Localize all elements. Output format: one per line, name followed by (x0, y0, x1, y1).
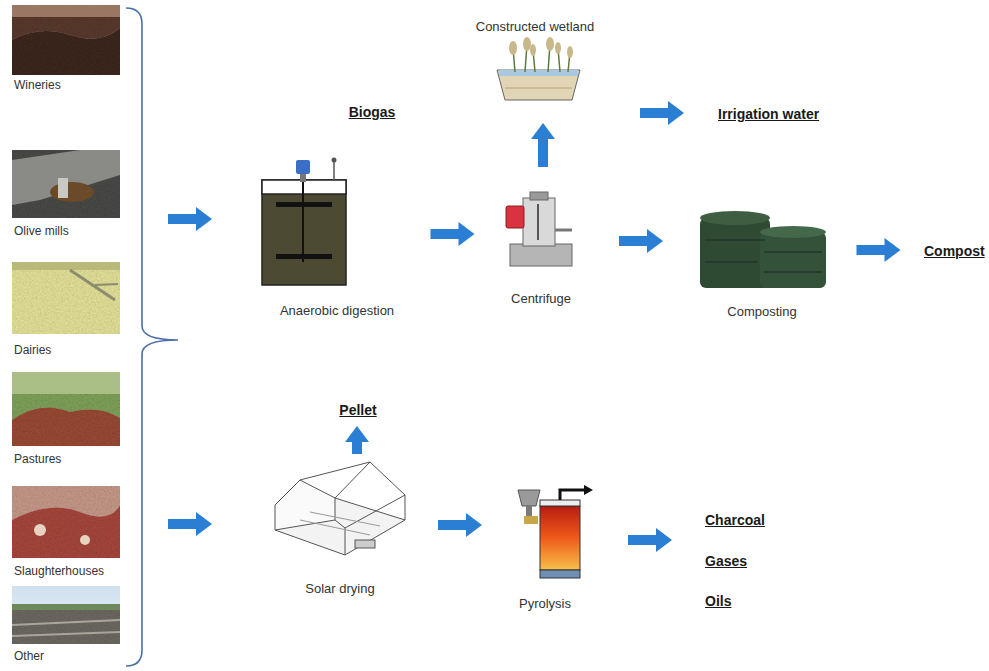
caption: Anaerobic digestion (280, 304, 394, 319)
product-node: CharcoalGasesOils (695, 508, 780, 616)
winery-photo (12, 5, 120, 75)
flow-arrow (438, 513, 482, 537)
product-node: Irrigation water (712, 102, 834, 128)
caption: Pastures (14, 453, 61, 467)
caption: Olive mills (14, 225, 69, 239)
source-node: Wineries (8, 2, 124, 96)
flow-arrow (628, 528, 672, 552)
caption: Other (14, 650, 44, 664)
solar-dryer (275, 462, 405, 555)
caption: Dairies (14, 344, 51, 358)
process-node: Solar drying (265, 458, 415, 602)
slaughterhouse-photo (12, 486, 120, 558)
flow-arrow (531, 123, 555, 167)
product-label: Irrigation water (718, 106, 819, 122)
caption: Pyrolysis (519, 597, 571, 612)
product-label: Charcoal (705, 512, 765, 528)
source-node: Other (8, 582, 124, 666)
caption: Wineries (14, 79, 61, 93)
process-node: Centrifuge (495, 186, 587, 312)
process-node: Constructed wetland (458, 16, 612, 104)
olive-mill-photo (12, 150, 120, 218)
wetland-basin (497, 37, 580, 100)
caption: Slaughterhouses (14, 565, 104, 579)
product-label: Gases (705, 553, 747, 569)
caption: Composting (727, 305, 796, 320)
composting-tanks (700, 211, 826, 288)
pasture-photo (12, 372, 120, 446)
product-label: Compost (924, 243, 985, 259)
flow-arrow (345, 426, 369, 454)
centrifuge-machine (506, 192, 572, 266)
flow-arrow (431, 222, 475, 246)
bracket-arrow (168, 512, 212, 536)
bracket-arrow (168, 207, 212, 231)
pyrolysis-reactor (518, 485, 593, 578)
product-label: Pellet (339, 402, 376, 418)
source-node: Dairies (8, 258, 124, 362)
flow-arrow (640, 101, 684, 125)
caption: Constructed wetland (476, 20, 595, 35)
flow-arrow (619, 229, 663, 253)
process-node: Composting (695, 200, 837, 324)
process-node: Pyrolysis (505, 484, 605, 618)
bracket (126, 8, 178, 666)
caption: Solar drying (305, 582, 374, 597)
source-node: Pastures (8, 368, 124, 470)
dairy-photo (12, 262, 120, 334)
other-photo (12, 586, 120, 644)
product-label: Oils (705, 593, 731, 609)
product-label: Biogas (349, 104, 396, 120)
digester-tank (262, 158, 346, 286)
product-node: Pellet (330, 398, 386, 422)
flow-arrow (857, 238, 901, 262)
caption: Centrifuge (511, 292, 571, 307)
source-node: Olive mills (8, 146, 124, 242)
source-node: Slaughterhouses (8, 482, 124, 582)
process-node: BiogasAnaerobic digestion (258, 100, 410, 322)
product-node: Compost (920, 240, 988, 264)
